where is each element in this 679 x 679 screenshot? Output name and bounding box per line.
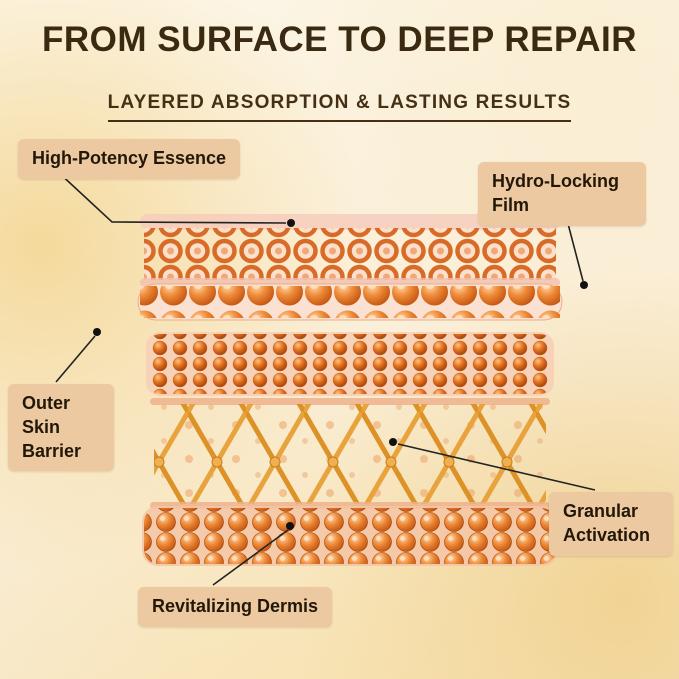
page-subtitle: LAYERED ABSORPTION & LASTING RESULTS [107,92,572,122]
skin-layers-svg [137,214,563,566]
revitalizing-dermis-layer [142,506,558,566]
callout-high-potency-essence: High-Potency Essence [18,139,241,179]
callout-hydro-locking-film: Hydro-Locking Film [478,162,646,226]
skin-layers-illustration [130,212,570,581]
callout-revitalizing-dermis: Revitalizing Dermis [138,587,333,627]
essence-layer [140,214,560,287]
granular-activation-layer [150,398,550,509]
callout-granular-activation: Granular Activation [549,492,673,556]
page-title: FROM SURFACE TO DEEP REPAIR [42,20,637,59]
header: FROM SURFACE TO DEEP REPAIR LAYERED ABSO… [0,0,679,122]
outer-skin-barrier-layer [146,332,554,396]
callout-outer-skin-barrier: Outer Skin Barrier [8,384,114,472]
connector-outer-skin-barrier [55,328,101,383]
hydro-locking-film-layer [137,283,563,321]
